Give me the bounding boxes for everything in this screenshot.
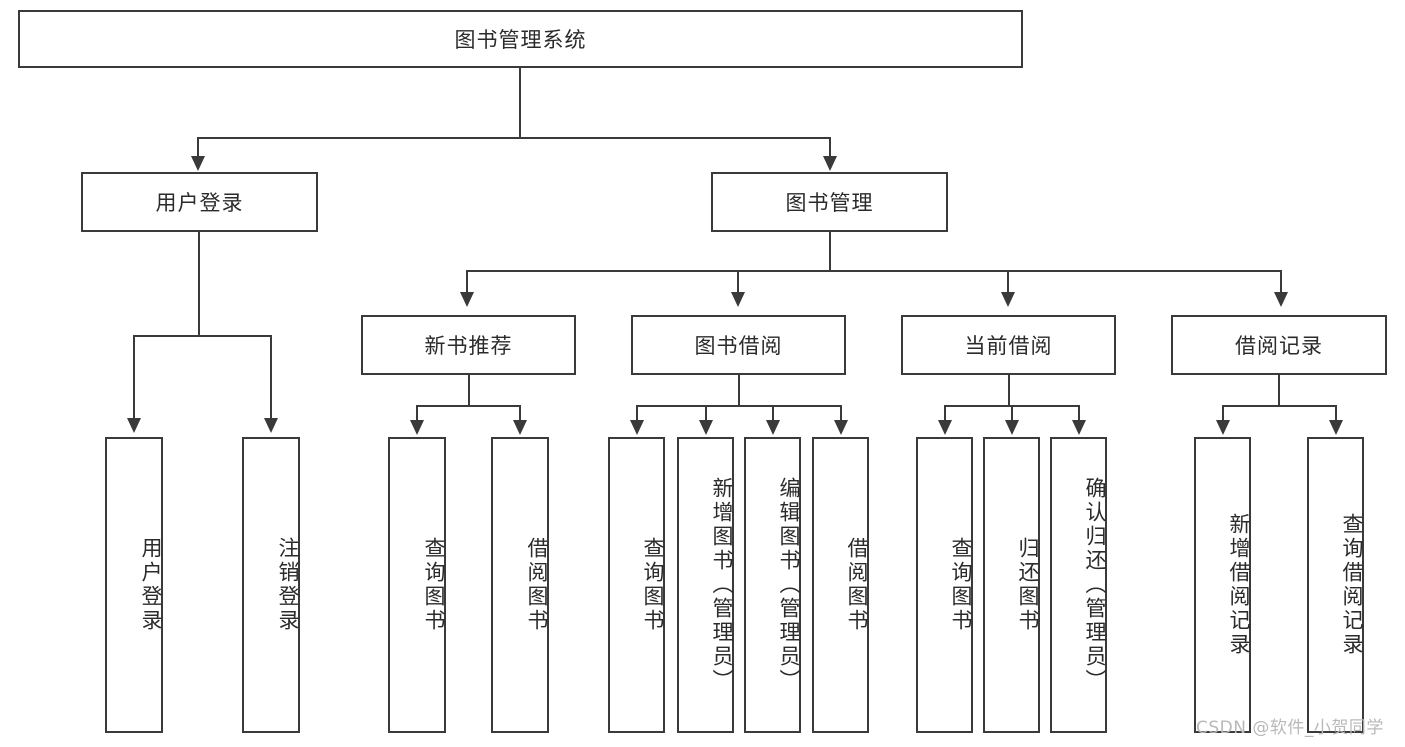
edge-root-stem (519, 68, 521, 138)
node-root-system-label: 图书管理系统 (454, 28, 587, 52)
node-leaf-return-book-label: 归还图书 (1016, 537, 1040, 633)
edge-level3-bus (466, 270, 1282, 272)
edge-book-borrow-stem (738, 375, 740, 407)
arrow-borrow-record-child-1 (1216, 420, 1230, 435)
node-book-borrow[interactable]: 图书借阅 (631, 315, 846, 375)
node-leaf-query-book-3-label: 查询图书 (949, 537, 973, 633)
node-leaf-logout-login-label: 注销登录 (276, 537, 300, 633)
node-leaf-query-book-1-label: 查询图书 (422, 537, 446, 633)
node-new-book-recommend-label: 新书推荐 (424, 334, 513, 358)
edge-to-new-book-recommend (466, 270, 468, 294)
node-leaf-user-login[interactable]: 用户登录 (105, 437, 163, 733)
node-root-system[interactable]: 图书管理系统 (18, 10, 1023, 68)
edge-current-borrow-child-3 (1078, 405, 1080, 422)
edge-current-borrow-child-2 (1011, 405, 1013, 422)
edge-book-borrow-child-2 (705, 405, 707, 422)
arrow-new-book-recommend-child-2 (513, 420, 527, 435)
node-book-management-label: 图书管理 (785, 191, 874, 215)
node-current-borrow[interactable]: 当前借阅 (901, 315, 1116, 375)
node-borrow-record[interactable]: 借阅记录 (1171, 315, 1387, 375)
edge-new-book-recommend-child-1 (416, 405, 418, 422)
edge-user-login-child-2 (270, 335, 272, 420)
node-leaf-query-book-3[interactable]: 查询图书 (916, 437, 973, 733)
arrow-book-borrow-child-1 (630, 420, 644, 435)
node-leaf-query-book-2[interactable]: 查询图书 (608, 437, 665, 733)
node-book-management[interactable]: 图书管理 (711, 172, 948, 232)
edge-level2-bus (197, 137, 830, 139)
arrow-to-current-borrow (1001, 292, 1015, 307)
arrow-user-login-child-1 (127, 418, 141, 433)
node-leaf-logout-login[interactable]: 注销登录 (242, 437, 300, 733)
edge-to-current-borrow (1007, 270, 1009, 294)
node-leaf-user-login-label: 用户登录 (139, 537, 163, 633)
node-leaf-query-book-1[interactable]: 查询图书 (388, 437, 446, 733)
arrow-to-book-borrow (731, 292, 745, 307)
arrow-user-login-child-2 (264, 418, 278, 433)
node-leaf-edit-book[interactable]: 编辑图书（管理员） (744, 437, 801, 733)
arrow-to-book-management (823, 156, 837, 171)
arrow-to-new-book-recommend (460, 292, 474, 307)
arrow-borrow-record-child-2 (1329, 420, 1343, 435)
edge-to-user-login (197, 137, 199, 159)
node-leaf-query-book-2-label: 查询图书 (641, 537, 665, 633)
node-new-book-recommend[interactable]: 新书推荐 (361, 315, 576, 375)
node-current-borrow-label: 当前借阅 (964, 334, 1053, 358)
edge-new-book-recommend-child-2 (519, 405, 521, 422)
arrow-book-borrow-child-3 (766, 420, 780, 435)
edge-borrow-record-child-1 (1222, 405, 1224, 422)
node-leaf-add-record[interactable]: 新增借阅记录 (1194, 437, 1251, 733)
node-leaf-borrow-book-2-label: 借阅图书 (845, 537, 869, 633)
arrow-to-borrow-record (1274, 292, 1288, 307)
edge-user-login-child-1 (133, 335, 135, 420)
arrow-book-borrow-child-2 (699, 420, 713, 435)
node-leaf-confirm-return[interactable]: 确认归还（管理员） (1050, 437, 1107, 733)
node-leaf-borrow-book-2[interactable]: 借阅图书 (812, 437, 869, 733)
edge-book-borrow-child-3 (772, 405, 774, 422)
node-leaf-add-book[interactable]: 新增图书（管理员） (677, 437, 734, 733)
arrow-current-borrow-child-3 (1072, 420, 1086, 435)
edge-borrow-record-stem (1278, 375, 1280, 407)
edge-current-borrow-stem (1008, 375, 1010, 407)
edge-current-borrow-child-1 (944, 405, 946, 422)
edge-book-management-stem (829, 232, 831, 272)
node-leaf-confirm-return-label: 确认归还（管理员） (1083, 477, 1107, 693)
node-leaf-add-book-label: 新增图书（管理员） (710, 477, 734, 693)
edge-user-login-bus (133, 335, 271, 337)
edge-book-borrow-child-4 (840, 405, 842, 422)
node-book-borrow-label: 图书借阅 (694, 334, 783, 358)
edge-book-borrow-bus (636, 405, 842, 407)
edge-to-book-borrow (737, 270, 739, 294)
edge-user-login-stem (198, 232, 200, 336)
node-user-login-label: 用户登录 (155, 191, 244, 215)
arrow-to-user-login (191, 156, 205, 171)
edge-to-borrow-record (1280, 270, 1282, 294)
arrow-current-borrow-child-1 (938, 420, 952, 435)
node-leaf-borrow-book-1[interactable]: 借阅图书 (491, 437, 549, 733)
node-leaf-add-record-label: 新增借阅记录 (1227, 513, 1251, 657)
edge-new-book-recommend-bus (416, 405, 521, 407)
node-leaf-query-record[interactable]: 查询借阅记录 (1307, 437, 1364, 733)
node-leaf-return-book[interactable]: 归还图书 (983, 437, 1040, 733)
arrow-new-book-recommend-child-1 (410, 420, 424, 435)
edge-to-book-management (829, 137, 831, 159)
node-leaf-query-record-label: 查询借阅记录 (1340, 513, 1364, 657)
arrow-current-borrow-child-2 (1005, 420, 1019, 435)
node-leaf-edit-book-label: 编辑图书（管理员） (777, 477, 801, 693)
edge-borrow-record-bus (1222, 405, 1337, 407)
node-user-login[interactable]: 用户登录 (81, 172, 318, 232)
edge-borrow-record-child-2 (1335, 405, 1337, 422)
edge-new-book-recommend-stem (468, 375, 470, 407)
edge-book-borrow-child-1 (636, 405, 638, 422)
watermark-text: CSDN @软件_小贺同学 (1196, 718, 1384, 738)
node-borrow-record-label: 借阅记录 (1235, 334, 1323, 358)
node-leaf-borrow-book-1-label: 借阅图书 (525, 537, 549, 633)
arrow-book-borrow-child-4 (834, 420, 848, 435)
